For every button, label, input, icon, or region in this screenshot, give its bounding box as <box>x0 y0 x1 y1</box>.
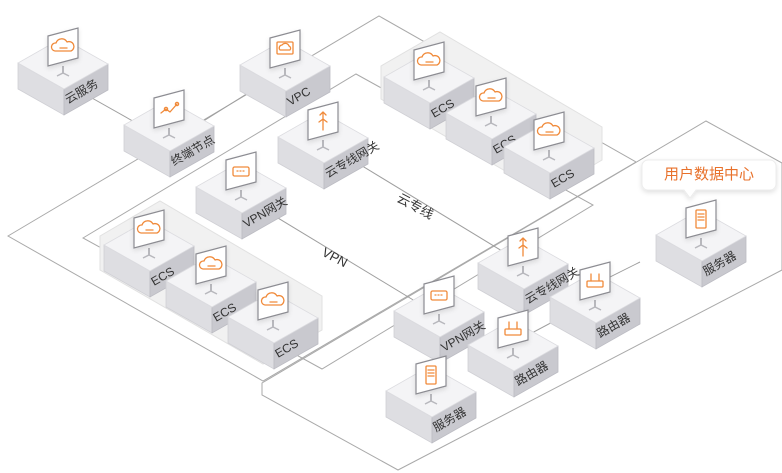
router-icon <box>504 321 522 336</box>
server-icon <box>425 365 437 385</box>
vpn-gateway-onprem-node: VPN网关 <box>393 275 488 364</box>
link-labels: 云专线 VPN <box>320 190 436 270</box>
server-icon <box>695 209 707 229</box>
cloud-icon <box>50 38 75 52</box>
ecs-left-2-node: ECS <box>165 245 257 334</box>
monitor-screen <box>413 41 445 81</box>
dedicated-line-icon <box>518 237 528 257</box>
vpn-icon <box>430 290 448 301</box>
dedicated-line-icon <box>318 111 328 131</box>
cloud-icon <box>478 88 503 102</box>
monitor-screen <box>133 209 165 249</box>
cloud-icon <box>536 122 561 136</box>
endpoint-icon <box>160 101 180 114</box>
vpc-icon <box>276 41 294 55</box>
monitor-screen <box>685 199 717 239</box>
monitor-screen <box>257 281 289 321</box>
monitor-screen <box>269 29 301 69</box>
vpn-link-label: VPN <box>320 244 351 270</box>
monitor-screen <box>415 355 447 395</box>
cloud-service-node: 云服务 <box>17 27 109 116</box>
monitor-screen <box>475 77 507 117</box>
user-datacenter-label: 用户数据中心 <box>664 166 754 183</box>
cloud-icon <box>260 292 285 306</box>
datacenter-region-outline <box>261 120 782 471</box>
server-2-node: 服务器 <box>655 199 747 288</box>
server-1-node: 服务器 <box>385 355 477 444</box>
monitor-screen <box>533 111 565 151</box>
cloud-icon <box>198 256 223 270</box>
vpn-icon <box>232 166 250 177</box>
endpoint-node: 终端节点 <box>123 89 217 178</box>
router-2-node: 路由器 <box>549 261 641 350</box>
ecs-top-3-node: ECS <box>503 111 595 200</box>
monitor-screen <box>153 89 185 129</box>
router-icon <box>586 273 604 288</box>
vpc-node: VPC <box>239 29 331 118</box>
monitor-screen <box>195 245 227 285</box>
vpn-gateway-cloud-node: VPN网关 <box>195 151 290 240</box>
router-1-node: 路由器 <box>467 309 559 398</box>
ecs-left-1-node: ECS <box>103 209 195 298</box>
ecs-top-1-node: ECS <box>383 41 475 130</box>
ecs-left-3-node: ECS <box>227 281 319 370</box>
cloud-icon <box>136 220 161 234</box>
cloud-icon <box>416 52 441 66</box>
dc-gateway-onprem-node: 云专线网关 <box>477 227 581 316</box>
link-dedicated-line <box>335 149 526 266</box>
dc-gateway-cloud-node: 云专线网关 <box>277 101 381 190</box>
dedicated-line-label: 云专线 <box>395 190 436 222</box>
monitor-screen <box>47 27 79 67</box>
user-datacenter-callout <box>641 159 777 199</box>
